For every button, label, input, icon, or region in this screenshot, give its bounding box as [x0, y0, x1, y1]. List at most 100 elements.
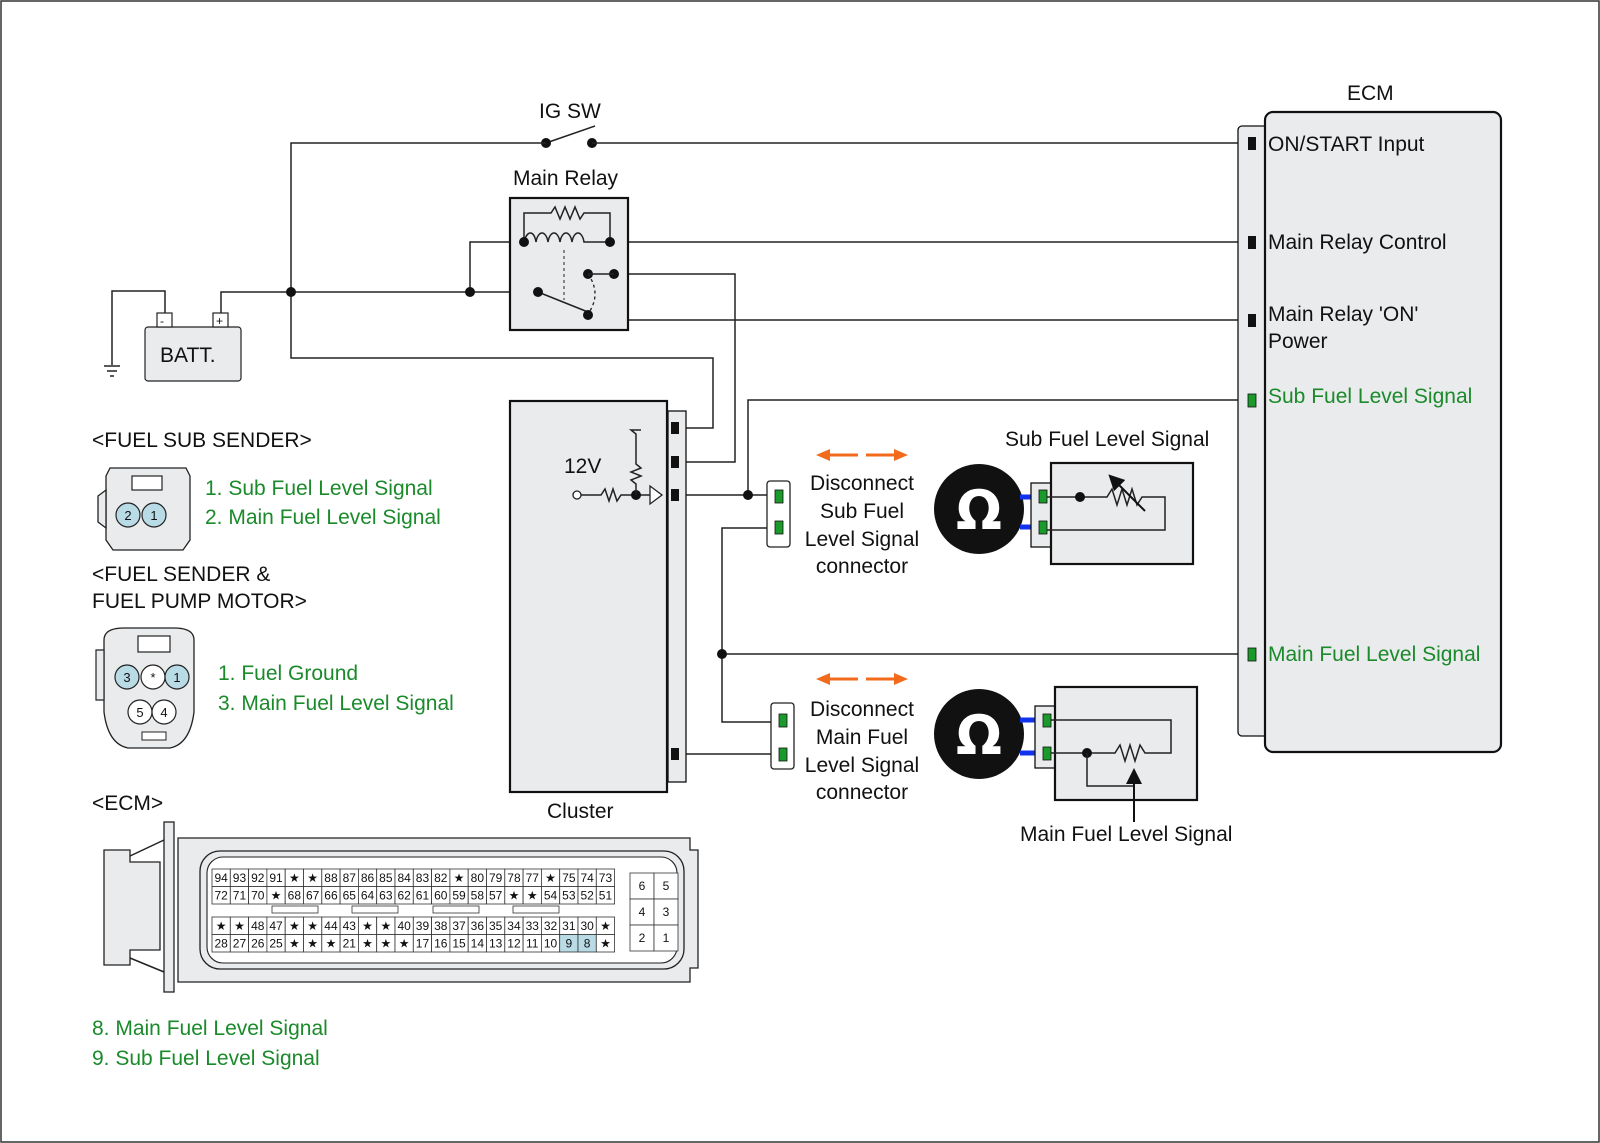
ecm-side-pin-cell [653, 872, 679, 900]
pin-label: 5 [136, 705, 143, 720]
ecm-pin-number: 30 [580, 919, 594, 933]
ecm-pin-number: 28 [214, 937, 228, 951]
connector-pin [151, 699, 177, 725]
wiring [111, 142, 1249, 755]
ecm-pin-number: 80 [471, 871, 485, 885]
ecm-pin-number: 68 [288, 889, 302, 903]
ecm-pin-number: ★ [362, 919, 373, 933]
ecm-pin-number: ★ [362, 937, 373, 951]
ecm-pin-number: 71 [233, 889, 247, 903]
cluster-body [508, 399, 669, 794]
ecm-pin-number: 93 [233, 871, 247, 885]
ecm-pin-number: 66 [324, 889, 338, 903]
ohmmeter-icon [934, 689, 1024, 779]
main-disconnect-line: Disconnect [810, 698, 914, 721]
ecm-pin-main-fuel-level: Main Fuel Level Signal [1268, 643, 1480, 666]
connector-pin [115, 502, 141, 528]
ecm-pin-number: ★ [307, 871, 318, 885]
ecm-pin-number: 73 [599, 871, 613, 885]
battery: - + BATT. [144, 312, 242, 382]
ecm-pin-number: 37 [452, 919, 466, 933]
ecm-pin-number: 70 [251, 889, 265, 903]
main-relay-body [508, 196, 630, 332]
relay-resistor [523, 205, 611, 242]
pin-label: * [150, 670, 155, 685]
disconnect-arrows [816, 673, 908, 685]
ecm-pin-on-start: ON/START Input [1268, 133, 1425, 156]
fuel-sender-item: 1. Fuel Ground [218, 662, 358, 685]
ecm-pin-number: 34 [507, 919, 521, 933]
ecm-pin-number: 25 [269, 937, 283, 951]
ecm-pin-number: 26 [251, 937, 265, 951]
ecm-pin-number: ★ [234, 919, 245, 933]
ecm-pin-number: 52 [580, 889, 594, 903]
ecm-body [1263, 110, 1503, 754]
fuel-sub-sender-heading: <FUEL SUB SENDER> [92, 429, 312, 452]
ecm-pin-number: 27 [233, 937, 247, 951]
ecm-side-pin-cell [653, 924, 679, 952]
fuel-sender-heading-1: <FUEL SENDER & [92, 563, 270, 586]
ecm-pin-number: 47 [269, 919, 283, 933]
ecm-pin-number: 77 [526, 871, 540, 885]
main-sender-measurement: Ω Main Fuel Level Signal [934, 685, 1232, 846]
fuel-sub-sender-item: 1. Sub Fuel Level Signal [205, 477, 433, 500]
relay-coil [523, 232, 610, 243]
ecm-pin-number: 91 [269, 871, 283, 885]
ecm-pin-number: 15 [452, 937, 466, 951]
ecm-pin [1248, 137, 1256, 150]
ecm-pin-number: 11 [526, 937, 539, 951]
pin-label: 1 [150, 508, 157, 523]
ecm-pin-number: 79 [489, 871, 503, 885]
ecm-pin-number: 32 [544, 919, 558, 933]
ecm-connector-strip [1237, 125, 1269, 737]
ecm-pin-number: 62 [397, 889, 411, 903]
ecm-pin-number: 75 [562, 871, 576, 885]
junction-dot [717, 649, 727, 659]
ground-icon [104, 365, 120, 377]
main-sender-title: Main Fuel Level Signal [1020, 823, 1232, 846]
ohm-symbol: Ω [956, 479, 1002, 542]
sub-disconnect-line: Disconnect [810, 472, 914, 495]
ecm-pin-number: 67 [306, 889, 320, 903]
battery-label: BATT. [160, 344, 216, 367]
cluster-12v-label: 12V [564, 455, 601, 478]
main-relay: Main Relay [508, 167, 630, 332]
ecm-pin [1248, 236, 1256, 249]
ecm-pin-main-relay-control: Main Relay Control [1268, 231, 1447, 254]
ig-sw-label: IG SW [539, 100, 601, 123]
sub-disconnect-line: Sub Fuel [820, 500, 904, 523]
ecm-pin-sub-fuel [1247, 393, 1257, 408]
ecm-pin [1248, 314, 1256, 327]
fuel-sub-sender-connector: <FUEL SUB SENDER> 2 1 1. Sub Fuel Level … [92, 429, 441, 551]
ecm-key-bar [512, 905, 560, 914]
ecm-pin-number: 94 [214, 871, 228, 885]
ecm-pin-number: 38 [434, 919, 448, 933]
sub-sender-body [1049, 461, 1195, 566]
sub-disconnect-line: connector [816, 555, 908, 578]
ecm-pin-cell [595, 934, 615, 953]
ig-switch: IG SW [539, 100, 601, 148]
disconnect-arrows [816, 449, 908, 461]
ecm-pin-number: 40 [397, 919, 411, 933]
pin-label: 3 [123, 670, 130, 685]
ecm-pin-number: ★ [509, 889, 520, 903]
ecm-pin-number: 13 [489, 937, 503, 951]
connector-pin [114, 664, 140, 690]
relay-switch-blade [537, 291, 589, 313]
fuel-sender-heading-2: FUEL PUMP MOTOR> [92, 590, 307, 613]
ecm-pin-number: 72 [214, 889, 228, 903]
ecm-pin-number: 64 [361, 889, 375, 903]
main-sender-body [1053, 685, 1199, 802]
ecm-pin-number: ★ [289, 937, 300, 951]
ecm-pin-number: ★ [271, 889, 282, 903]
ecm-pin-number: ★ [380, 919, 391, 933]
junction-dot [743, 490, 753, 500]
ecm-pin-cell [595, 886, 615, 905]
ecm-pin-number: ★ [307, 937, 318, 951]
main-disconnect-line: connector [816, 781, 908, 804]
ecm-key-bar [351, 905, 399, 914]
ecm-title: ECM [1347, 82, 1394, 105]
